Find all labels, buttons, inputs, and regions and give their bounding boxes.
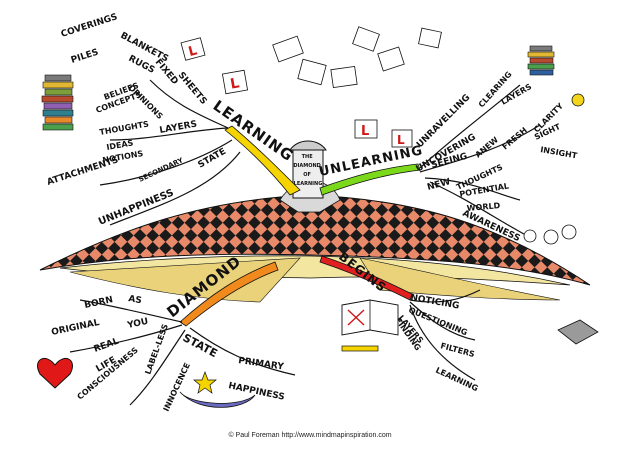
word-learning-2: LEARNING (434, 366, 479, 394)
word-primary: PRIMARY (238, 356, 285, 372)
open-book-icon (341, 299, 399, 336)
heart-icon (37, 357, 73, 389)
diamond-carpet (39, 180, 591, 303)
word-attachments: ATTACHMENTS (46, 155, 120, 188)
word-insight: INSIGHT (540, 145, 579, 160)
word-real: REAL (93, 337, 121, 355)
word-original: ORIGINAL (51, 318, 101, 338)
sub-branch-lines (69, 79, 541, 406)
star-icon (193, 371, 217, 394)
copyright-text: © Paul Foreman http://www.mindmapinspira… (228, 432, 392, 439)
center-line-2: DIAMOND (293, 163, 320, 169)
branch-unlearning-stem (319, 163, 421, 196)
word-innocence: INNOCENCE (162, 361, 192, 412)
word-coverings: COVERINGS (60, 12, 119, 40)
learner-plate-icons: L L L L (180, 37, 413, 148)
word-consciousness: CONSCIOUSNESS (76, 345, 140, 401)
svg-text:L: L (361, 124, 369, 139)
svg-text:L: L (187, 43, 199, 60)
word-world: WORLD (466, 201, 501, 213)
word-as: AS (127, 294, 142, 306)
sun-icon (571, 93, 585, 107)
svg-text:L: L (397, 133, 405, 147)
book-stack-left (41, 74, 74, 131)
book-stack-right (527, 45, 555, 76)
word-thoughts: THOUGHTS (99, 119, 150, 137)
word-secondary: SECONDARY (137, 156, 185, 184)
center-line-1: THE (302, 154, 314, 160)
pencil-icon (341, 345, 379, 352)
center-line-4: LEARNING (294, 181, 323, 187)
word-happiness: HAPPINESS (227, 381, 285, 403)
word-you: YOU (126, 317, 150, 331)
center-line-3: OF (303, 172, 311, 178)
branch-diamond-stem (179, 261, 279, 327)
word-filters: FILTERS (439, 341, 475, 359)
closed-book-icon (557, 319, 599, 345)
word-born: BORN (84, 295, 114, 311)
faces-icon (523, 224, 577, 245)
branch-learning-stem (224, 125, 301, 196)
svg-text:THE DIAMOND OF: THE DIAMOND OF LEARNING (293, 154, 322, 187)
word-fresh: FRESH (501, 126, 529, 152)
branch-begins-stem (319, 255, 413, 301)
word-state: STATE (197, 147, 228, 171)
word-sheets: SHEETS (176, 71, 209, 107)
begins-words: NOTICING QUESTIONING LAYERS FILTERS FIND… (393, 293, 479, 393)
svg-text:L: L (229, 75, 241, 92)
paper-sheets (272, 26, 442, 89)
basket-icon (179, 391, 256, 408)
word-piles: PILES (70, 48, 100, 66)
word-label-less: LABEL-LESS (143, 323, 170, 376)
